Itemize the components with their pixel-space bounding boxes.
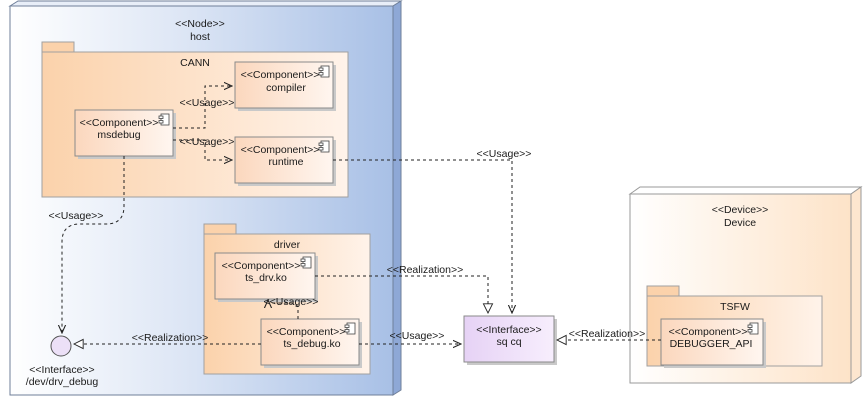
usage-msdebug-runtime[interactable] [173, 139, 232, 160]
component-icon [158, 113, 170, 126]
component-icon [300, 256, 312, 269]
label-usage-compiler: <<Usage>> [180, 97, 235, 109]
component-icon [747, 322, 759, 335]
component-runtime-stereotype: <<Component>> [241, 144, 320, 156]
component-runtime-name: runtime [268, 156, 303, 168]
component-icon [318, 140, 330, 153]
usage-msdebug-drv-debug[interactable] [62, 156, 125, 333]
device-node-name: Device [724, 217, 756, 229]
label-realization-debugger-api: <<Realization>> [569, 328, 645, 340]
package-cann-label: CANN [180, 57, 210, 69]
label-usage-drv-debug: <<Usage>> [49, 210, 104, 222]
component-compiler-stereotype: <<Component>> [241, 69, 320, 81]
interface-sq-cq[interactable]: <<Interface>> sq cq [463, 315, 557, 365]
label-usage-ts-debug-sq-cq: <<Usage>> [390, 330, 445, 342]
device-node-stereotype: <<Device>> [712, 204, 769, 216]
host-node-stereotype: <<Node>> [175, 18, 225, 30]
interface-drv-debug-stereotype: <<Interface>> [29, 364, 94, 376]
package-tsfw-label: TSFW [720, 301, 750, 313]
interface-sq-cq-name: sq cq [496, 336, 521, 348]
label-usage-runtime-sq-cq: <<Usage>> [477, 148, 532, 160]
component-compiler-name: compiler [266, 82, 306, 94]
component-icon [318, 65, 330, 78]
package-driver-label: driver [274, 239, 301, 251]
component-debugger-api[interactable]: <<Component>> DEBUGGER_API [660, 318, 766, 368]
component-debugger-api-name: DEBUGGER_API [670, 338, 753, 350]
component-ts-drv-stereotype: <<Component>> [222, 260, 301, 272]
component-compiler[interactable]: <<Component>> compiler [234, 61, 336, 111]
interface-drv-debug[interactable]: <<Interface>> /dev/drv_debug [26, 335, 99, 388]
interface-sq-cq-stereotype: <<Interface>> [476, 324, 541, 336]
component-ts-drv-name: ts_drv.ko [245, 272, 287, 284]
component-ts-debug[interactable]: <<Component>> ts_debug.ko [260, 318, 362, 368]
component-msdebug[interactable]: <<Component>> msdebug [74, 109, 176, 159]
component-msdebug-stereotype: <<Component>> [80, 117, 159, 129]
component-runtime[interactable]: <<Component>> runtime [234, 136, 336, 186]
interface-drv-debug-name: /dev/drv_debug [26, 376, 99, 388]
component-icon [344, 322, 356, 335]
component-debugger-api-stereotype: <<Component>> [669, 326, 748, 338]
label-realization-ts-debug: <<Realization>> [132, 332, 208, 344]
host-node-name: host [190, 31, 210, 43]
component-msdebug-name: msdebug [97, 129, 140, 141]
component-ts-debug-stereotype: <<Component>> [267, 326, 346, 338]
label-usage-runtime: <<Usage>> [180, 136, 235, 148]
component-ts-drv[interactable]: <<Component>> ts_drv.ko [214, 252, 318, 302]
component-ts-debug-name: ts_debug.ko [283, 338, 340, 350]
label-usage-ts-drv: <<Usage>> [264, 296, 319, 308]
label-realization-ts-drv: <<Realization>> [387, 264, 463, 276]
usage-ts-debug-ts-drv[interactable] [268, 300, 299, 319]
